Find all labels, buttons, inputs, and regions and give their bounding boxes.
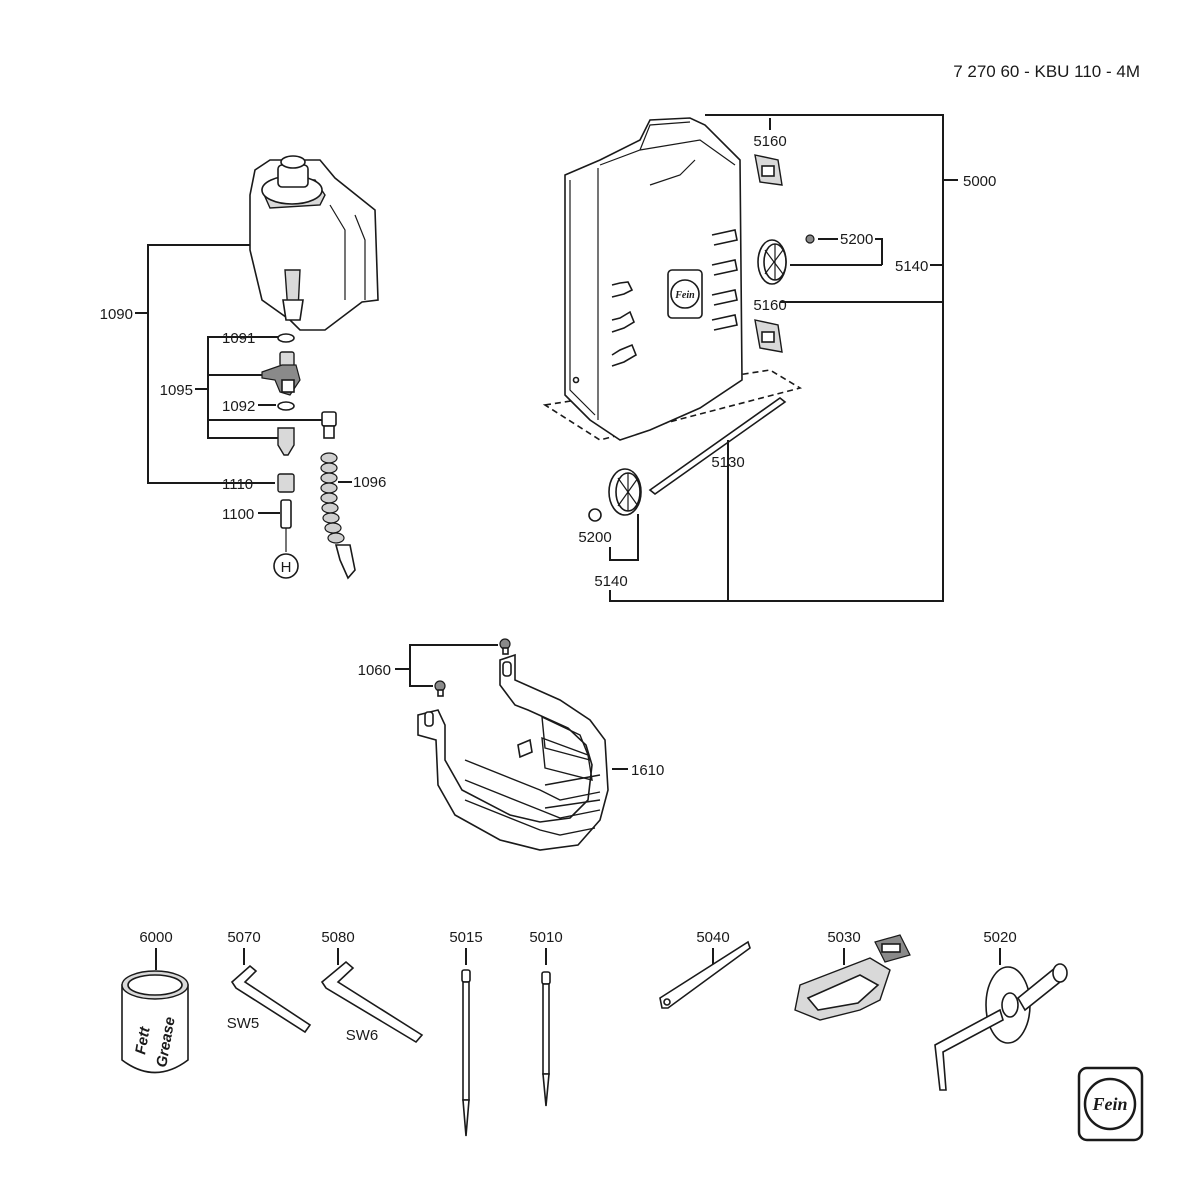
pilot-pin-5010: 5010 <box>529 929 563 1107</box>
document-title: 7 270 60 - KBU 110 - 4M <box>953 62 1140 81</box>
case-logo: Fein <box>674 290 695 301</box>
cutoff-nozzle-5020: 5020 <box>934 929 1068 1091</box>
label-5130: 5130 <box>711 454 744 471</box>
safety-strap-5030: 5030 <box>794 929 911 1021</box>
label-5020: 5020 <box>983 929 1016 946</box>
label-5070: 5070 <box>227 929 260 946</box>
label-5010: 5010 <box>529 929 562 946</box>
label-sw5: SW5 <box>227 1015 260 1032</box>
grease-can-6000: 6000 Fett Grease <box>121 929 189 1074</box>
callout-5140-lower: 5140 <box>594 514 639 590</box>
flex-hose-1096: 1096 <box>320 411 386 580</box>
logo-corner-text: Fein <box>1091 1094 1127 1114</box>
label-5140-lower: 5140 <box>594 573 627 590</box>
latch-5160-top: 5160 <box>753 118 787 186</box>
callout-1095: 1095 <box>160 336 325 439</box>
label-5080: 5080 <box>321 929 354 946</box>
axle-5130: 5130 <box>648 396 787 600</box>
callout-1090: 1090 <box>100 244 275 484</box>
hex-key-5080: 5080 SW6 <box>320 929 424 1044</box>
wedge-5040: 5040 <box>659 929 751 1009</box>
label-6000: 6000 <box>139 929 172 946</box>
guard-1610: 1610 <box>417 653 664 851</box>
label-1096: 1096 <box>353 474 386 491</box>
coolant-tank <box>249 155 379 331</box>
label-1100: 1100 <box>222 506 254 523</box>
label-sw6: SW6 <box>346 1027 379 1044</box>
label-1090: 1090 <box>100 306 133 323</box>
tube-1100: 1100 <box>222 499 292 552</box>
wheel-upper: 5200 <box>757 231 873 285</box>
nut-1110: 1110 <box>222 473 295 493</box>
pilot-pin-5015: 5015 <box>449 929 483 1137</box>
latch-5160-bottom: 5160 <box>753 297 787 353</box>
label-5030: 5030 <box>827 929 860 946</box>
label-1110: 1110 <box>222 476 253 493</box>
label-1092: 1092 <box>222 398 255 415</box>
label-5160-top: 5160 <box>753 133 786 150</box>
label-1095: 1095 <box>160 382 193 399</box>
marker-h: H <box>273 553 299 579</box>
tap-valve <box>261 351 301 396</box>
label-5200-top: 5200 <box>840 231 873 248</box>
nozzle-connector <box>277 427 295 456</box>
label-5140-upper: 5140 <box>895 258 928 275</box>
label-1060: 1060 <box>358 662 391 679</box>
wheel-lower: 5200 <box>578 468 642 546</box>
can-text-fett: Fett <box>132 1025 154 1056</box>
label-1610: 1610 <box>631 762 664 779</box>
oring-1091: 1091 <box>222 330 295 347</box>
carrying-case: Fein <box>542 117 803 441</box>
hex-key-5070: 5070 SW5 <box>227 929 312 1034</box>
screws-1060: 1060 <box>358 638 511 697</box>
oring-1092: 1092 <box>222 398 295 415</box>
label-h: H <box>281 559 292 576</box>
label-5040: 5040 <box>696 929 729 946</box>
callout-5000: 5000 <box>609 114 996 602</box>
fein-logo: Fein <box>1077 1066 1144 1142</box>
label-5200-bottom: 5200 <box>578 529 611 546</box>
label-5000: 5000 <box>963 173 996 190</box>
label-1091: 1091 <box>222 330 255 347</box>
label-5160-bottom: 5160 <box>753 297 786 314</box>
callout-5140-upper: 5140 <box>790 238 928 275</box>
label-5015: 5015 <box>449 929 482 946</box>
